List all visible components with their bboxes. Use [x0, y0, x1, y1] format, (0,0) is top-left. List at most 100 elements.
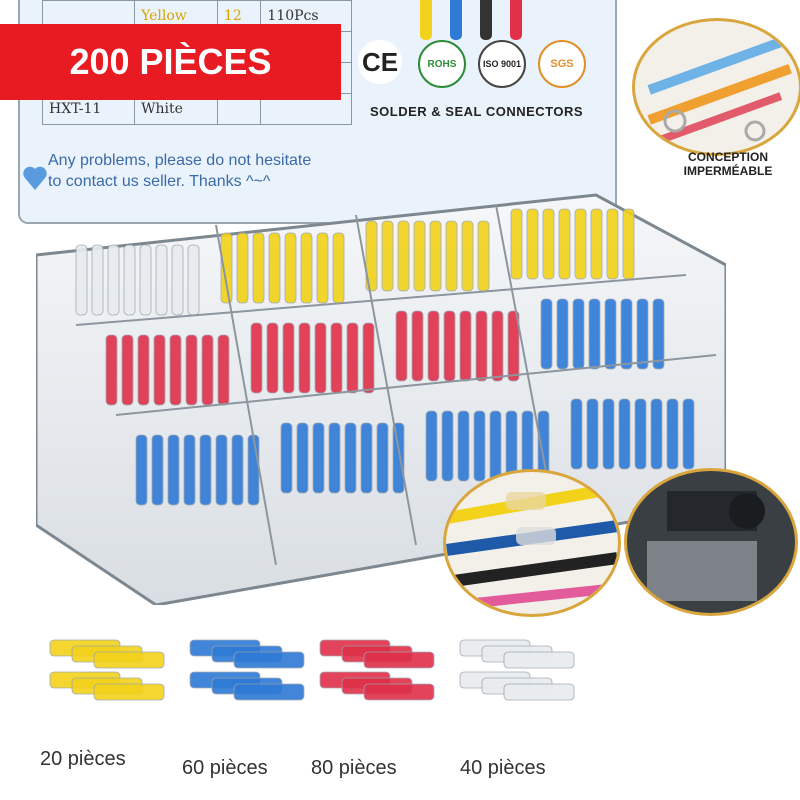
connector-tube	[139, 244, 152, 316]
piece-count-label: 40 pièces	[460, 757, 546, 779]
connector-tube	[220, 232, 233, 304]
connector-tube	[413, 220, 426, 292]
connector-tube	[666, 398, 679, 470]
connector-tube	[556, 298, 569, 370]
connector-tube	[570, 398, 583, 470]
connector-tube	[268, 232, 281, 304]
connector-tube	[586, 398, 599, 470]
connector-tube	[441, 410, 454, 482]
connector-tube	[282, 322, 295, 394]
connector-tube	[298, 322, 311, 394]
connector-tube	[427, 310, 440, 382]
connector-tube	[153, 334, 166, 406]
waterproof-design-label: CONCEPTION IMPERMÉABLE	[668, 150, 788, 178]
connector-tube	[602, 398, 615, 470]
connector-tube	[489, 410, 502, 482]
label-caption: SOLDER & SEAL CONNECTORS	[370, 104, 584, 119]
connector-tube	[636, 298, 649, 370]
connector-tube	[606, 208, 619, 280]
sample-connector	[363, 683, 435, 701]
connector-tube	[250, 322, 263, 394]
seller-note: Any problems, please do not hesitate to …	[48, 150, 368, 192]
connector-tube	[542, 208, 555, 280]
piece-count-label: 20 pièces	[40, 748, 126, 770]
connector-tube	[284, 232, 297, 304]
connector-tube	[526, 208, 539, 280]
connector-tube	[215, 434, 228, 506]
connector-tube	[185, 334, 198, 406]
rohs-logo-icon: ROHS	[418, 40, 466, 88]
connector-tube	[682, 398, 695, 470]
connector-tube	[362, 322, 375, 394]
connector-tube	[328, 422, 341, 494]
connector-tube	[558, 208, 571, 280]
seller-note-line: to contact us seller. Thanks ^~^	[48, 173, 271, 190]
sample-connector	[503, 683, 575, 701]
connector-tube	[588, 298, 601, 370]
sample-connector	[363, 651, 435, 669]
connector-tube	[397, 220, 410, 292]
engine-application-inset	[624, 468, 798, 616]
connector-tube	[91, 244, 104, 316]
connector-tube	[187, 244, 200, 316]
connector-tube	[443, 310, 456, 382]
connector-tube	[429, 220, 442, 292]
connector-tube	[169, 334, 182, 406]
connector-tube	[376, 422, 389, 494]
connector-tube	[620, 298, 633, 370]
waterproof-label-line: IMPERMÉABLE	[683, 164, 773, 178]
connector-tube	[105, 334, 118, 406]
sample-connector	[233, 683, 305, 701]
connector-tube	[365, 220, 378, 292]
sample-connector	[93, 683, 165, 701]
waterproof-closeup-inset	[632, 18, 800, 156]
connector-tube	[346, 322, 359, 394]
connector-tube	[266, 322, 279, 394]
waterproof-label-line: CONCEPTION	[687, 150, 768, 164]
connector-tube	[395, 310, 408, 382]
iso-logo-icon: ISO 9001	[478, 40, 526, 88]
connector-tube	[477, 220, 490, 292]
connector-tube	[199, 434, 212, 506]
connector-tube	[171, 244, 184, 316]
certification-logos: CE ROHS ISO 9001 SGS	[358, 40, 608, 100]
connector-tube	[381, 220, 394, 292]
connector-tube	[296, 422, 309, 494]
sample-connector	[503, 651, 575, 669]
connector-tube	[622, 208, 635, 280]
connector-tube	[618, 398, 631, 470]
wire-splice-inset	[443, 469, 621, 617]
connector-tube	[151, 434, 164, 506]
label-connectors-graphic	[420, 0, 522, 40]
connector-tube	[507, 310, 520, 382]
connector-tube	[123, 244, 136, 316]
connector-tube	[652, 298, 665, 370]
connector-tube	[461, 220, 474, 292]
connector-closeup-graphic	[647, 33, 792, 145]
quantity-badge: 200 PIÈCES	[0, 24, 341, 100]
connector-tube	[332, 232, 345, 304]
piece-count-label: 60 pièces	[182, 757, 268, 779]
connector-tube	[604, 298, 617, 370]
ce-mark-icon: CE	[358, 40, 402, 84]
connector-tube	[312, 422, 325, 494]
connector-tube	[392, 422, 405, 494]
connector-tube	[183, 434, 196, 506]
connector-tube	[201, 334, 214, 406]
connector-tube	[445, 220, 458, 292]
connector-tube	[540, 298, 553, 370]
connector-tube	[344, 422, 357, 494]
sample-connector	[233, 651, 305, 669]
connector-tube	[314, 322, 327, 394]
connector-tube	[411, 310, 424, 382]
piece-count-label: 80 pièces	[311, 757, 397, 779]
connector-tube	[107, 244, 120, 316]
connector-tube	[475, 310, 488, 382]
connector-tube	[510, 208, 523, 280]
heart-icon	[23, 166, 47, 190]
connector-tube	[137, 334, 150, 406]
connector-tube	[236, 232, 249, 304]
connector-tube	[247, 434, 260, 506]
connector-tube	[75, 244, 88, 316]
connector-tube	[135, 434, 148, 506]
